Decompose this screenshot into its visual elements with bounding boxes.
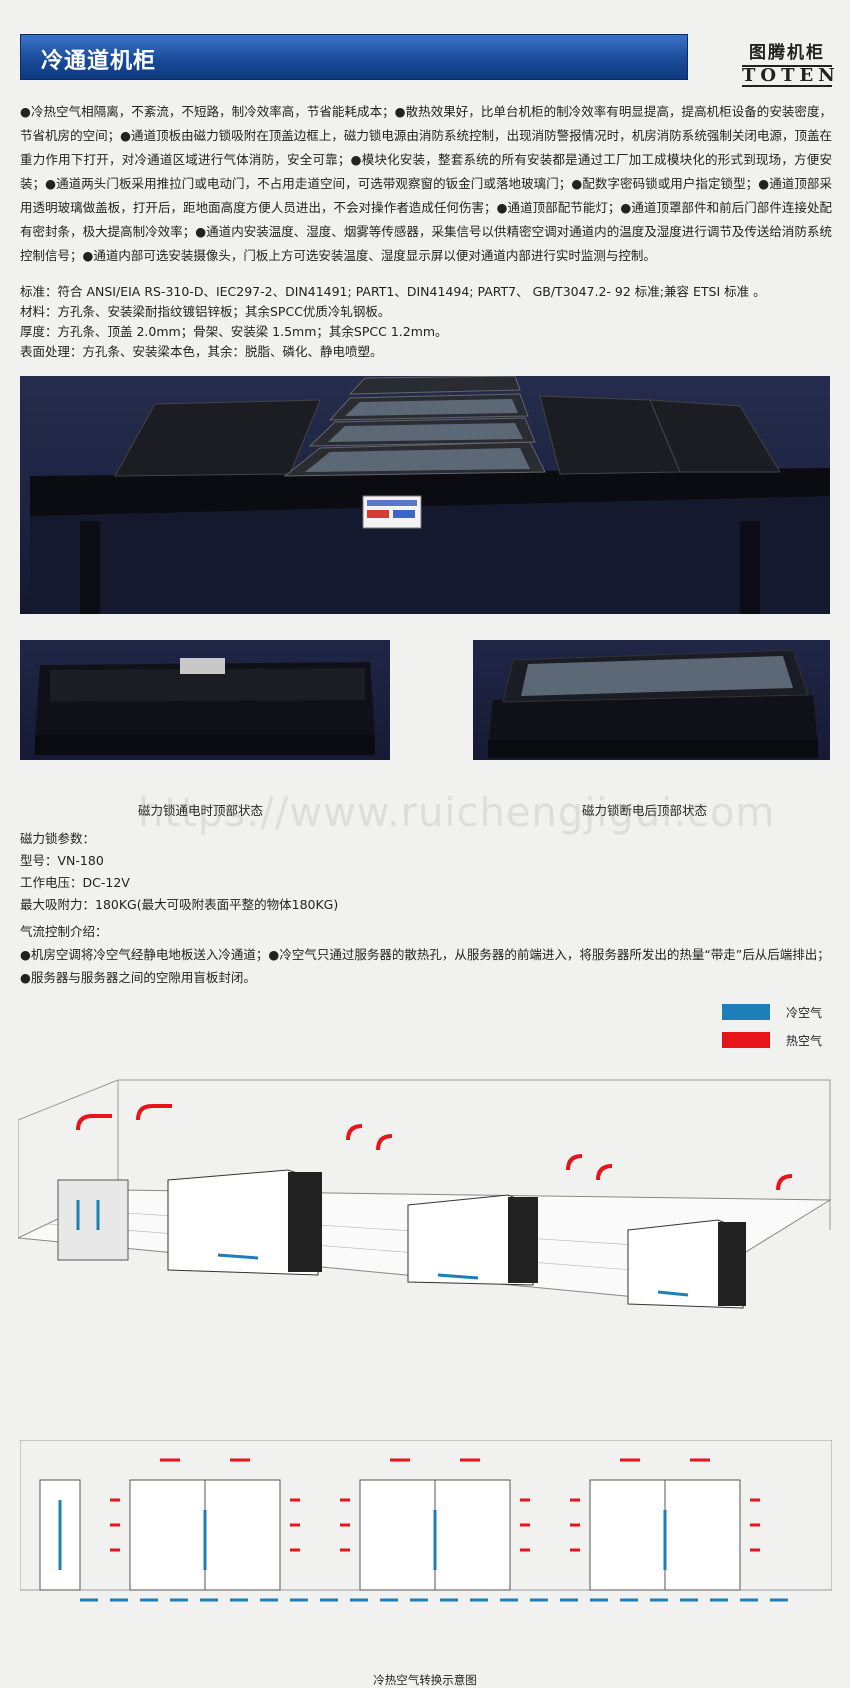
caption-lock-powered: 磁力锁通电时顶部状态 <box>138 803 264 818</box>
spec-material: 材料：方孔条、安装梁耐指纹镀铝锌板；其余SPCC优质冷轧钢板。 <box>20 304 391 319</box>
lock-parameters: 磁力锁参数： 型号：VN-180 工作电压：DC-12V 最大吸附力：180KG… <box>20 828 338 916</box>
legend-cold-label: 冷空气 <box>786 1005 823 1020</box>
spec-standard: 标准：符合 ANSI/EIA RS-310-D、IEC297-2、DIN4149… <box>20 284 766 299</box>
legend: 冷空气 热空气 <box>722 1000 822 1056</box>
cold-swatch <box>722 1004 770 1020</box>
diagram-caption: 冷热空气转换示意图 <box>373 1673 477 1687</box>
page-title: 冷通道机柜 <box>41 49 157 74</box>
lock-unpowered-photo <box>473 640 830 760</box>
airflow-title: 气流控制介绍： <box>20 924 108 939</box>
brand-logo: 图腾机柜 TOTEN <box>742 38 840 87</box>
caption-lock-unpowered: 磁力锁断电后顶部状态 <box>582 803 708 818</box>
lock-powered-photo <box>20 640 390 760</box>
lock-force: 最大吸附力：180KG(最大可吸附表面平整的物体180KG) <box>20 897 339 912</box>
legend-cold: 冷空气 <box>722 1000 822 1024</box>
title-banner: 冷通道机柜 <box>20 34 688 80</box>
airflow-section: 气流控制介绍： ●机房空调将冷空气经静电地板送入冷通道；●冷空气只通过服务器的散… <box>20 920 832 989</box>
brand-name-cn: 图腾机柜 <box>749 43 825 63</box>
spec-list: 标准：符合 ANSI/EIA RS-310-D、IEC297-2、DIN4149… <box>20 282 832 362</box>
spec-thickness: 厚度：方孔条、顶盖 2.0mm；骨架、安装梁 1.5mm；其余SPCC 1.2m… <box>20 324 448 339</box>
hot-swatch <box>722 1032 770 1048</box>
legend-hot-label: 热空气 <box>786 1033 823 1048</box>
lock-model: 型号：VN-180 <box>20 853 104 868</box>
brand-name-en: TOTEN <box>742 65 840 87</box>
lock-title: 磁力锁参数： <box>20 831 96 846</box>
watermark: https://www.ruichengjigui.com <box>138 790 776 836</box>
isometric-airflow-diagram <box>16 1060 832 1316</box>
legend-hot: 热空气 <box>722 1028 822 1052</box>
cold-aisle-top-photo <box>20 376 830 614</box>
cross-section-airflow-diagram <box>19 1439 833 1610</box>
lock-voltage: 工作电压：DC-12V <box>20 875 130 890</box>
spec-surface: 表面处理：方孔条、安装梁本色，其余：脱脂、磷化、静电喷塑。 <box>20 344 383 359</box>
airflow-text: ●机房空调将冷空气经静电地板送入冷通道；●冷空气只通过服务器的散热孔，从服务器的… <box>20 947 830 985</box>
intro-paragraph: ●冷热空气相隔离，不紊流，不短路，制冷效率高，节省能耗成本；●散热效果好，比单台… <box>20 104 832 263</box>
